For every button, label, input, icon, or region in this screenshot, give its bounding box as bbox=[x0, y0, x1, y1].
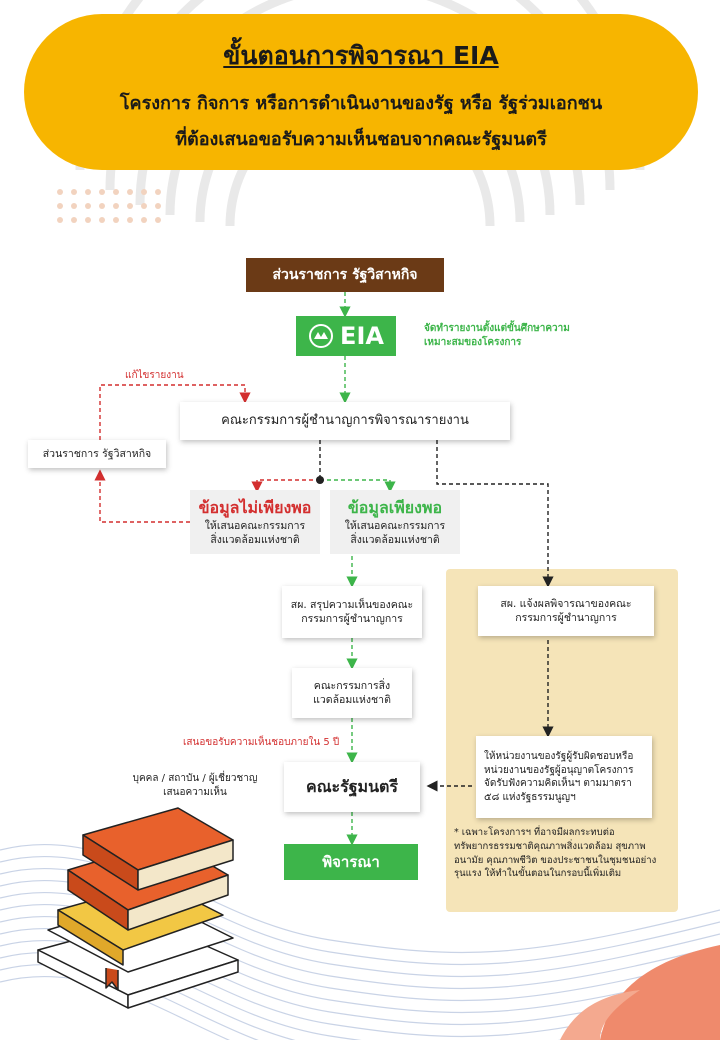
eia-note: จัดทำรายงานตั้งแต่ขั้นศึกษาความเหมาะสมขอ… bbox=[424, 323, 570, 348]
revise-label: แก้ไขรายงาน bbox=[125, 370, 184, 381]
onep-summary-box: สผ. สรุปความเห็นของคณะกรรมการผู้ชำนาญการ bbox=[282, 586, 422, 638]
insufficient-desc: ให้เสนอคณะกรรมการสิ่งแวดล้อมแห่งชาติ bbox=[204, 519, 306, 546]
books-stack-illustration bbox=[37, 807, 239, 1009]
header-banner: ขั้นตอนการพิจารณา EIA โครงการ กิจการ หรื… bbox=[24, 14, 698, 170]
eia-box: EIA bbox=[296, 316, 396, 356]
subtitle-line-2: ที่ต้องเสนอขอรับความเห็นชอบจากคณะรัฐมนตร… bbox=[175, 129, 547, 150]
onep-notify-box: สผ. แจ้งผลพิจารณาของคณะกรรมการผู้ชำนาญกา… bbox=[478, 586, 654, 636]
page-title: ขั้นตอนการพิจารณา EIA bbox=[223, 41, 499, 70]
insufficient-box: ข้อมูลไม่เพียงพอ ให้เสนอคณะกรรมการสิ่งแว… bbox=[190, 490, 320, 554]
national-env-board-box: คณะกรรมการสิ่งแวดล้อมแห่งชาติ bbox=[292, 668, 412, 718]
sufficient-box: ข้อมูลเพียงพอ ให้เสนอคณะกรรมการสิ่งแวดล้… bbox=[330, 490, 460, 554]
national-env-board-text: คณะกรรมการสิ่งแวดล้อมแห่งชาติ bbox=[313, 679, 391, 706]
footnote: * เฉพาะโครงการฯ ที่อาจมีผลกระทบต่อทรัพยา… bbox=[454, 827, 657, 880]
public-hearing-box: ให้หน่วยงานของรัฐผู้รับผิดชอบหรือหน่วยงา… bbox=[476, 736, 652, 818]
sufficient-title: ข้อมูลเพียงพอ bbox=[347, 498, 443, 518]
agency-top-box: ส่วนราชการ รัฐวิสาหกิจ bbox=[246, 258, 444, 292]
public-opinion-label: บุคคล / สถาบัน / ผู้เชี่ยวชาญ เสนอความเห… bbox=[132, 773, 258, 798]
expert-committee-box: คณะกรรมการผู้ชำนาญการพิจารณารายงาน bbox=[180, 402, 510, 440]
onep-notify-text: สผ. แจ้งผลพิจารณาของคณะกรรมการผู้ชำนาญกา… bbox=[500, 597, 632, 624]
circular-emblem-icon bbox=[309, 324, 334, 348]
eia-label: EIA bbox=[340, 321, 384, 350]
sufficient-desc: ให้เสนอคณะกรรมการสิ่งแวดล้อมแห่งชาติ bbox=[344, 519, 446, 546]
submit-within-5-years-label: เสนอขอรับความเห็นชอบภายใน 5 ปี bbox=[183, 737, 340, 748]
cabinet-box: คณะรัฐมนตรี bbox=[284, 762, 420, 812]
onep-summary-text: สผ. สรุปความเห็นของคณะกรรมการผู้ชำนาญการ bbox=[290, 598, 414, 625]
dot-pattern-decoration bbox=[57, 189, 161, 223]
subtitle-line-1: โครงการ กิจการ หรือการดำเนินงานของรัฐ หร… bbox=[119, 93, 603, 114]
insufficient-title: ข้อมูลไม่เพียงพอ bbox=[198, 498, 312, 518]
wave-lines-decoration bbox=[0, 843, 720, 1040]
public-hearing-text: ให้หน่วยงานของรัฐผู้รับผิดชอบหรือหน่วยงา… bbox=[484, 751, 634, 803]
agency-left-box: ส่วนราชการ รัฐวิสาหกิจ bbox=[28, 440, 166, 468]
consider-box: พิจารณา bbox=[284, 844, 418, 880]
